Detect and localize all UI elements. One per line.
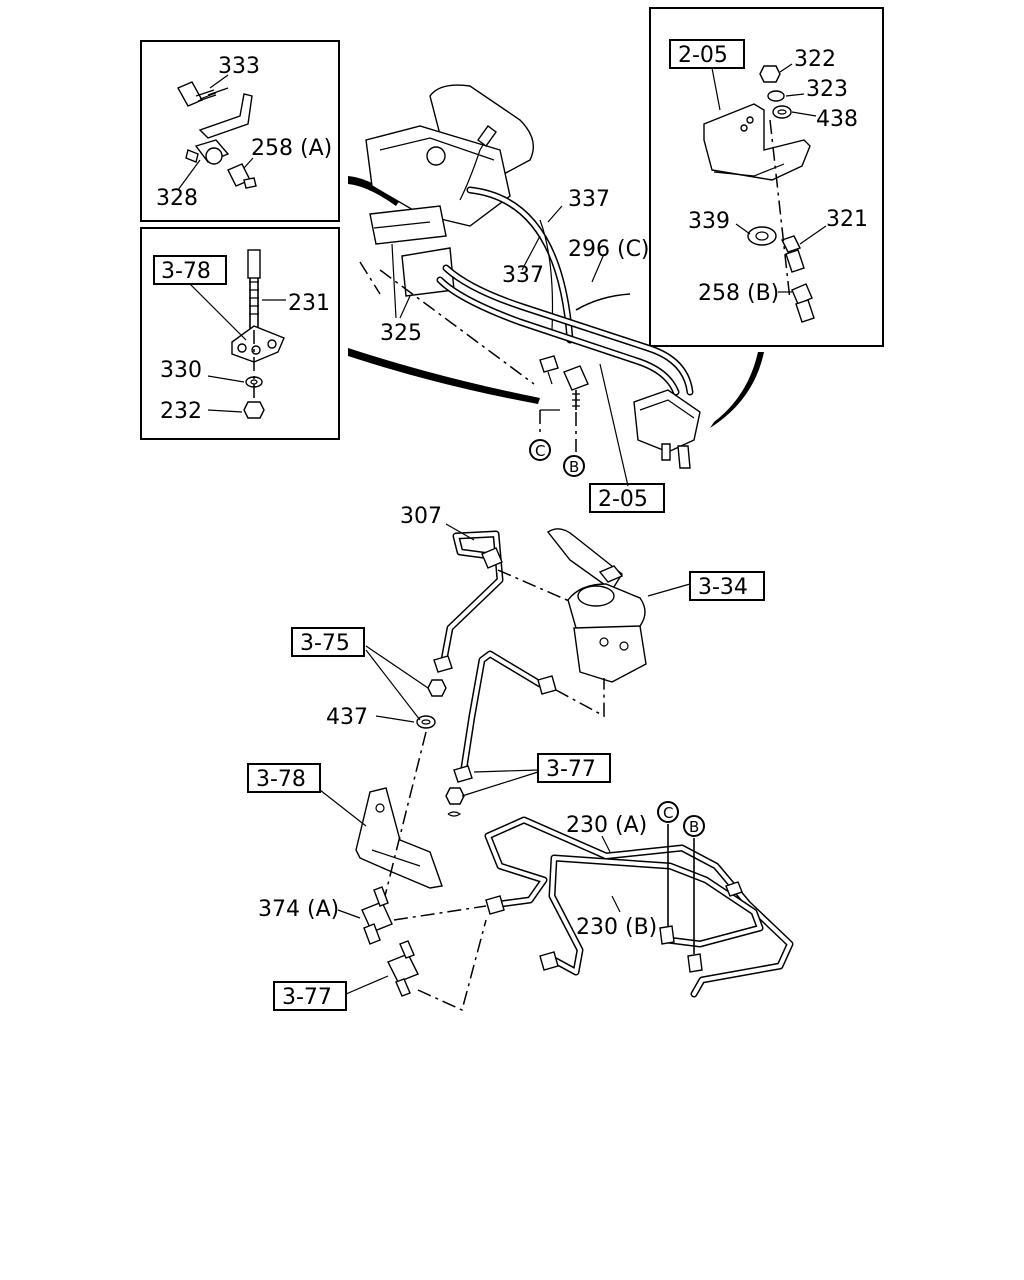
bracket-205-icon [703, 103, 811, 181]
label-330: 330 [160, 358, 202, 383]
inset-pedal-bracket: 2-05 [649, 7, 884, 347]
ref-circle-c-lower: C [657, 801, 679, 823]
washer-323-icon [767, 90, 785, 102]
connector-258a-icon [227, 163, 257, 189]
grommet-339-icon [747, 226, 777, 246]
callout-arc-right [710, 352, 764, 428]
svg-text:C: C [663, 804, 673, 822]
bolt-333-icon [177, 81, 229, 107]
svg-text:B: B [569, 458, 579, 476]
ref-box-3-78-top: 3-78 [161, 259, 211, 284]
label-337-upper: 337 [568, 187, 610, 212]
washer-438-icon [772, 105, 792, 119]
label-231: 231 [288, 291, 330, 316]
nut-322-icon [759, 65, 781, 83]
ref-box-3-75: 3-75 [300, 631, 350, 656]
fitting-321-icon [781, 235, 805, 273]
upper-valve-assembly: C B 2-05 337 337 296 (C) 325 [359, 84, 701, 513]
label-230a: 230 (A) [566, 813, 647, 838]
label-328: 328 [156, 186, 198, 211]
ref-box-3-34: 3-34 [698, 575, 748, 600]
label-322: 322 [794, 47, 836, 72]
label-307: 307 [400, 504, 442, 529]
label-374a: 374 (A) [258, 897, 339, 922]
svg-text:B: B [689, 818, 699, 836]
label-438: 438 [816, 107, 858, 132]
ref-box-3-78-lower: 3-78 [256, 767, 306, 792]
label-437: 437 [326, 705, 368, 730]
stud-231-icon [247, 249, 261, 330]
ref-circle-b-upper: B [563, 455, 585, 477]
label-337-lower: 337 [502, 263, 544, 288]
nut-232-icon [243, 401, 265, 419]
connector-258b-icon [791, 283, 815, 323]
bracket-328-icon [185, 93, 253, 165]
label-333: 333 [218, 54, 260, 79]
ref-box-2-05-bottom: 2-05 [598, 487, 648, 512]
label-230b: 230 (B) [576, 915, 657, 940]
svg-text:C: C [535, 442, 545, 460]
inset-mount-stud: 3-78 231 330 232 [140, 227, 340, 440]
label-296c: 296 (C) [568, 237, 650, 262]
bracket-plate-icon [231, 325, 285, 363]
label-323: 323 [806, 77, 848, 102]
lower-valve-assembly: 3-34 3-75 437 3-77 3-78 [247, 523, 794, 1012]
ref-box-3-77-lower: 3-77 [282, 985, 332, 1010]
label-339: 339 [688, 209, 730, 234]
ref-box-3-77-upper: 3-77 [546, 757, 596, 782]
ref-circle-c-upper: C [529, 439, 551, 461]
ref-box-2-05-top: 2-05 [678, 43, 728, 68]
label-325: 325 [380, 321, 422, 346]
ref-circle-b-lower: B [683, 815, 705, 837]
label-321: 321 [826, 207, 868, 232]
callout-arc-left-bottom [348, 348, 540, 404]
callout-arc-left-top [348, 176, 400, 206]
label-258b: 258 (B) [698, 281, 779, 306]
label-258a: 258 (A) [251, 136, 332, 161]
inset-sensor-bracket: 333 258 (A) 328 [140, 40, 340, 222]
label-232: 232 [160, 399, 202, 424]
